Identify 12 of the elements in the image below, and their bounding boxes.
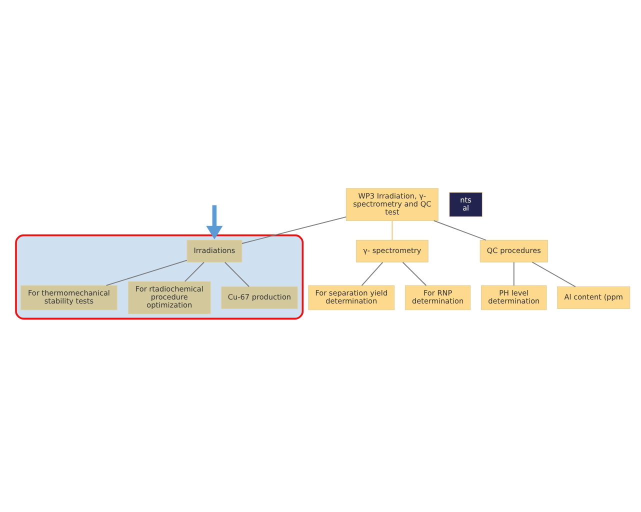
cluster: [15, 234, 304, 320]
connector: [361, 262, 384, 286]
connector: [242, 216, 347, 244]
connector: [224, 262, 250, 288]
connector: [433, 220, 486, 241]
connector: [184, 262, 204, 282]
connector: [532, 262, 576, 288]
connector: [402, 262, 427, 286]
connector: [106, 260, 188, 286]
connector: [513, 262, 514, 286]
arrow: [206, 205, 223, 240]
connector: [392, 220, 393, 240]
